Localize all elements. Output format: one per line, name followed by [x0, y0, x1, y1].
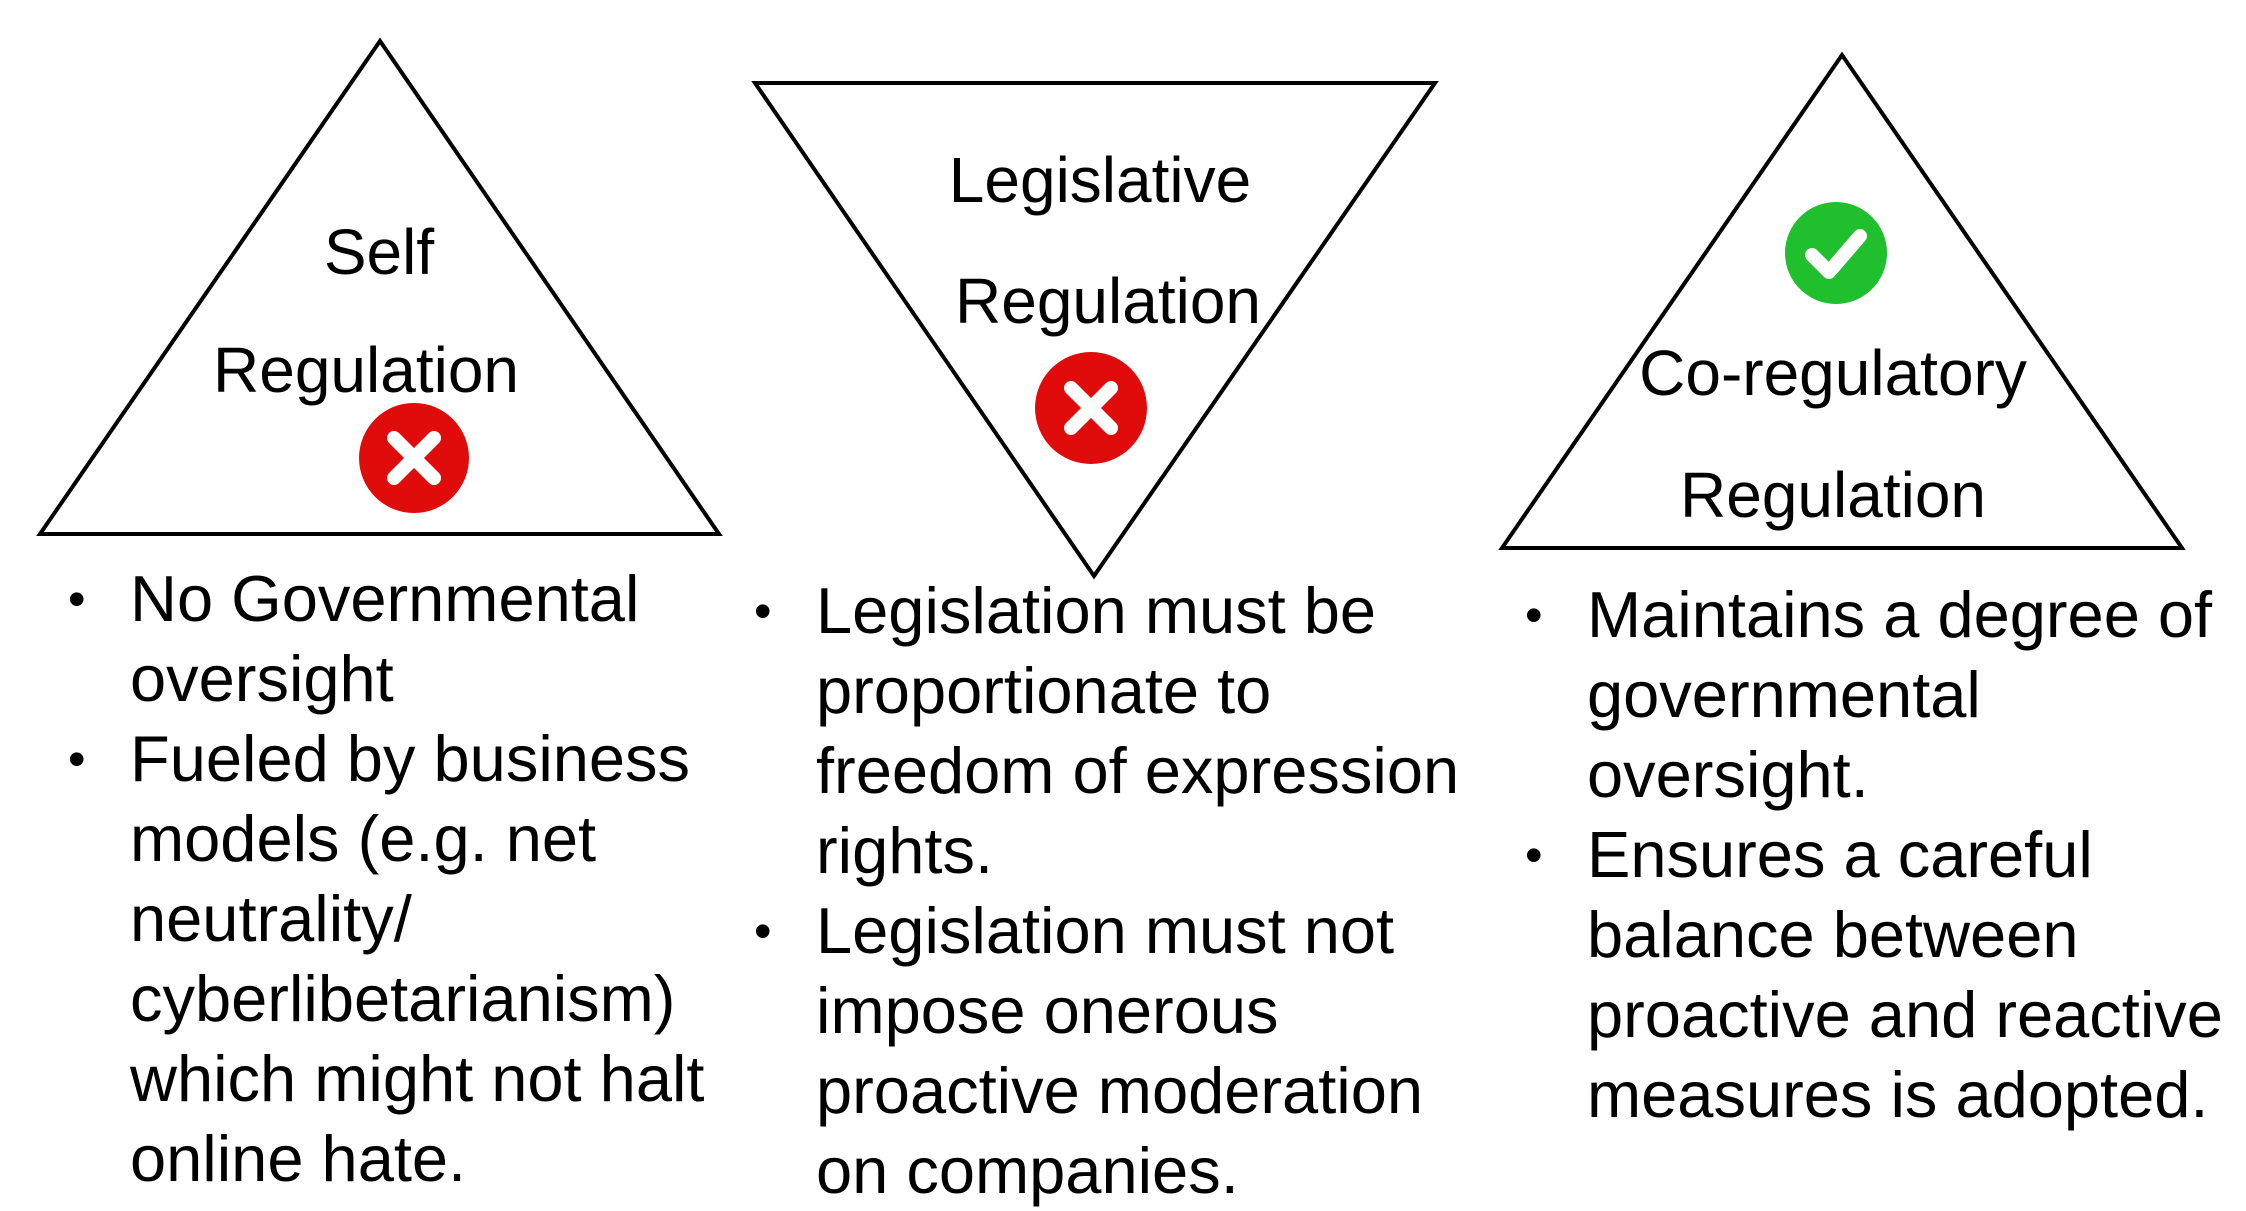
co-regulatory-regulation-shape: Co-regulatory Regulation	[1498, 51, 2186, 550]
upward-triangle	[1498, 51, 2186, 550]
self-regulation-bullets: No Governmental oversight Fueled by busi…	[56, 559, 716, 1199]
legislative-regulation-label-line1: Legislative	[949, 144, 1251, 216]
co-regulatory-label-line2: Regulation	[1680, 459, 1986, 531]
bullet-item: Legislation must not impose onerous proa…	[742, 891, 1482, 1211]
co-regulatory-label-line1: Co-regulatory	[1639, 337, 2027, 409]
co-regulatory-bullets: Maintains a degree of governmental overs…	[1513, 575, 2246, 1135]
bullet-item: Fueled by business models (e.g. net neut…	[56, 719, 716, 1199]
bullet-item: Ensures a careful balance between proact…	[1513, 815, 2246, 1135]
self-regulation-shape: Self Regulation	[36, 37, 723, 536]
upward-triangle	[36, 37, 723, 536]
legislative-regulation-bullets: Legislation must be proportionate to fre…	[742, 571, 1482, 1211]
self-regulation-label-line2: Regulation	[213, 334, 519, 406]
legislative-regulation-shape: Legislative Regulation	[751, 81, 1439, 580]
bullet-item: Legislation must be proportionate to fre…	[742, 571, 1482, 891]
legislative-regulation-label-line2: Regulation	[955, 265, 1261, 337]
x-circle-icon	[359, 403, 469, 513]
bullet-item: Maintains a degree of governmental overs…	[1513, 575, 2246, 815]
self-regulation-label-line1: Self	[324, 216, 435, 288]
bullet-item: No Governmental oversight	[56, 559, 716, 719]
inverted-triangle	[751, 81, 1439, 580]
x-circle-icon	[1035, 352, 1147, 464]
check-circle-icon	[1785, 202, 1887, 304]
